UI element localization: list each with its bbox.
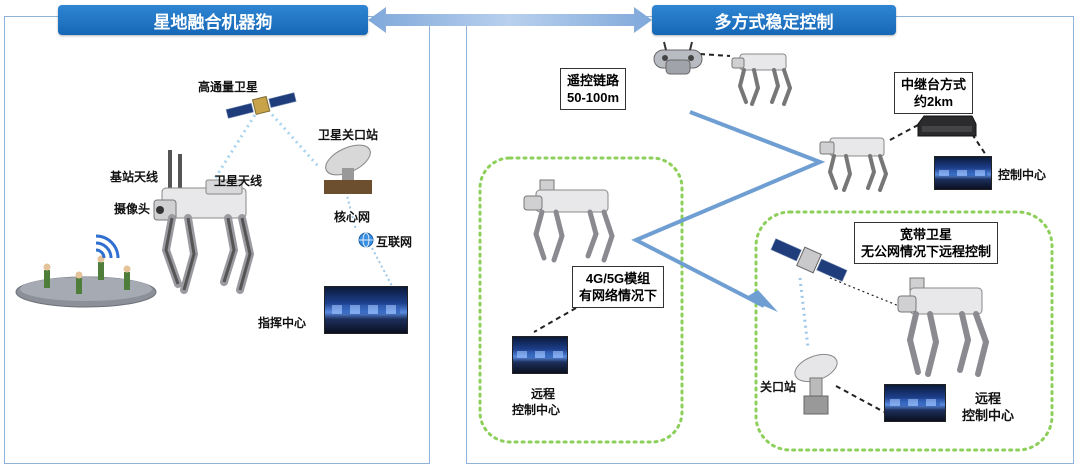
satellite-label: 高通量卫星 [198,80,259,94]
remote-center-right-line2: 控制中心 [962,408,1015,423]
gateway-dish-right-icon [794,353,838,415]
remote-controller-icon [653,41,703,75]
remote-center-left-screen [512,336,568,374]
remote-center-left-line1: 远程 [531,387,556,401]
broadband-title: 宽带卫星 [900,227,953,242]
core-network-label: 核心网 [334,210,371,224]
remote-link-range: 50-100m [567,90,620,105]
broadband-satellite-icon [770,238,848,282]
control-center-label: 控制中心 [998,168,1047,182]
relay-title: 中继台方式 [901,77,967,92]
wireless-signal-icon [95,234,120,259]
gateway-right-label: 关口站 [760,380,797,394]
remote-center-left-label: 远程 控制中心 [512,386,560,418]
broadband-box: 宽带卫星 无公网情况下远程控制 [854,222,999,264]
command-center-label: 指挥中心 [258,316,307,330]
robot-dog-main-icon [153,150,255,294]
satellite-icon [225,92,297,119]
robot-dog-zone-left-icon [523,179,615,263]
relay-device-icon [917,115,977,137]
ground-disc [15,255,157,308]
relay-range: 约2km [913,94,954,109]
sat-antenna-label: 卫星天线 [214,174,263,188]
double-arrow-connector [368,7,652,33]
left-panel-title: 星地融合机器狗 [58,5,368,35]
robot-dog-middle-icon [819,137,889,192]
robot-dog-top-icon [731,53,793,106]
control-center-screen [934,156,992,190]
module-title: 4G/5G模组 [585,271,651,286]
relay-box: 中继台方式 约2km [894,72,974,114]
base-antenna-label: 基站天线 [110,170,159,184]
command-center-screen [324,286,408,334]
internet-label: 互联网 [376,235,413,249]
module-desc: 有网络情况下 [579,288,658,303]
broadband-desc: 无公网情况下远程控制 [861,244,992,259]
remote-link-title: 遥控链路 [567,73,620,88]
gateway-label: 卫星关口站 [318,128,379,142]
module-box: 4G/5G模组 有网络情况下 [572,266,665,308]
right-panel-title: 多方式稳定控制 [652,5,896,35]
robot-dog-zone-right-icon [897,277,990,377]
gateway-dish-icon [324,144,372,194]
remote-center-left-line2: 控制中心 [512,403,561,417]
remote-link-box: 遥控链路 50-100m [560,68,627,110]
remote-center-right-label: 远程 控制中心 [962,390,1014,424]
remote-center-right-screen [884,384,946,422]
camera-label: 摄像头 [114,202,151,216]
remote-center-right-line1: 远程 [975,391,1002,406]
globe-icon [358,232,374,248]
